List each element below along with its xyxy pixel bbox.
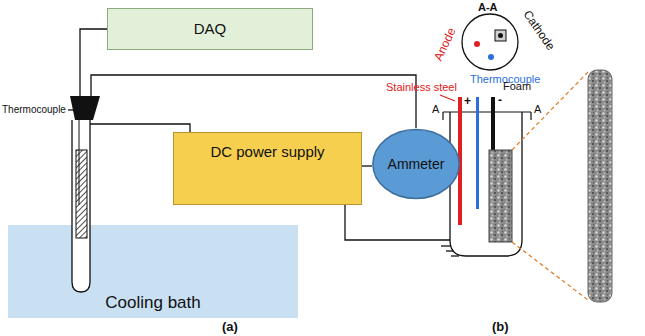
power-wire bbox=[90, 124, 190, 132]
power-supply-box: DC power supply bbox=[173, 132, 362, 205]
daq-wire bbox=[80, 29, 107, 96]
cathode-label: Cathode bbox=[520, 8, 557, 53]
ammeter-wire bbox=[91, 75, 416, 128]
foam-sample bbox=[489, 150, 512, 242]
node-text: Ammeter bbox=[388, 156, 445, 172]
polarity-sign: + bbox=[464, 95, 471, 108]
stainless-steel-label: Stainless steel bbox=[386, 81, 457, 93]
anode-dot bbox=[474, 41, 480, 47]
anode-label: Anode bbox=[432, 26, 459, 63]
thermocouple-rod bbox=[476, 97, 479, 209]
panel-label: (a) bbox=[222, 320, 238, 334]
thermocouple-label: Thermocouple bbox=[2, 104, 66, 115]
stopper bbox=[70, 96, 100, 120]
cooling-bath-fill bbox=[8, 225, 298, 318]
cooling-bath: Cooling bath bbox=[8, 225, 298, 318]
daq-box: DAQ bbox=[107, 8, 313, 50]
ground-wire bbox=[345, 205, 455, 246]
ellipse-shape bbox=[373, 129, 459, 198]
thermocouple-dot bbox=[488, 54, 494, 60]
leader-line bbox=[440, 95, 455, 101]
foam-label: Foam bbox=[503, 80, 531, 92]
polarity-sign: - bbox=[498, 94, 502, 107]
node-text: DAQ bbox=[194, 20, 227, 37]
node-text: DC power supply bbox=[210, 143, 324, 160]
section-label: A-A bbox=[478, 1, 498, 13]
wires bbox=[68, 29, 469, 256]
section-line bbox=[530, 112, 531, 120]
test-tube bbox=[72, 120, 90, 292]
ammeter-ellipse: Ammeter bbox=[372, 128, 460, 200]
zoom-line bbox=[512, 242, 588, 300]
panel-label: (b) bbox=[492, 320, 509, 334]
section-line bbox=[442, 112, 443, 120]
section-mark: A bbox=[534, 103, 541, 115]
node-text: Cooling bath bbox=[105, 293, 200, 313]
foam-electrode bbox=[76, 150, 87, 238]
wire-connector bbox=[362, 165, 372, 166]
cathode-rod bbox=[491, 97, 495, 152]
probe bbox=[79, 120, 80, 205]
cathode-square bbox=[495, 30, 506, 41]
cathode-dot bbox=[498, 33, 503, 38]
leader-line bbox=[68, 109, 73, 110]
cross-section bbox=[462, 14, 518, 70]
foam-photo bbox=[588, 70, 612, 302]
section-mark: A bbox=[432, 103, 439, 115]
ground-symbol bbox=[451, 255, 459, 256]
section-line bbox=[443, 111, 531, 112]
